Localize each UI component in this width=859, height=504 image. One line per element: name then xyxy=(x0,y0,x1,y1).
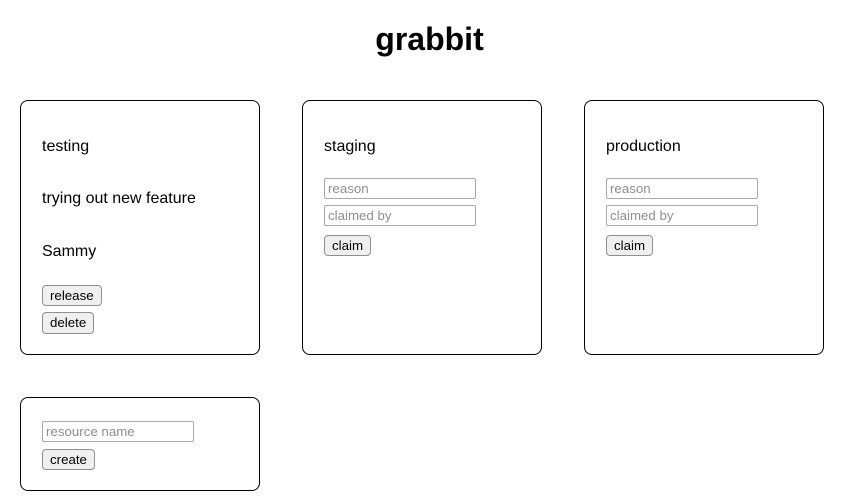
resource-grid: testing trying out new feature Sammy rel… xyxy=(20,99,824,491)
page-title: grabbit xyxy=(375,21,484,57)
claimed-by-input[interactable] xyxy=(324,205,476,227)
resource-name: production xyxy=(606,137,681,155)
resource-name-input[interactable] xyxy=(42,420,194,442)
resource-name: testing xyxy=(42,137,90,155)
create-resource-card: create xyxy=(20,396,260,491)
claim-button[interactable]: claim xyxy=(606,235,654,257)
claimed-by: Sammy xyxy=(42,242,97,260)
release-button[interactable]: release xyxy=(42,284,102,307)
resource-card-staging: staging claim xyxy=(302,99,542,355)
resource-card-production: production claim xyxy=(584,99,824,355)
delete-button[interactable]: delete xyxy=(42,312,95,334)
reason-input[interactable] xyxy=(324,178,476,200)
create-button[interactable]: create xyxy=(42,448,95,470)
claimed-by-input[interactable] xyxy=(606,205,758,227)
claim-button[interactable]: claim xyxy=(324,235,372,257)
reason-input[interactable] xyxy=(606,178,758,200)
claim-reason: trying out new feature xyxy=(42,190,196,208)
resource-name: staging xyxy=(324,137,376,155)
resource-card-testing: testing trying out new feature Sammy rel… xyxy=(20,99,260,355)
